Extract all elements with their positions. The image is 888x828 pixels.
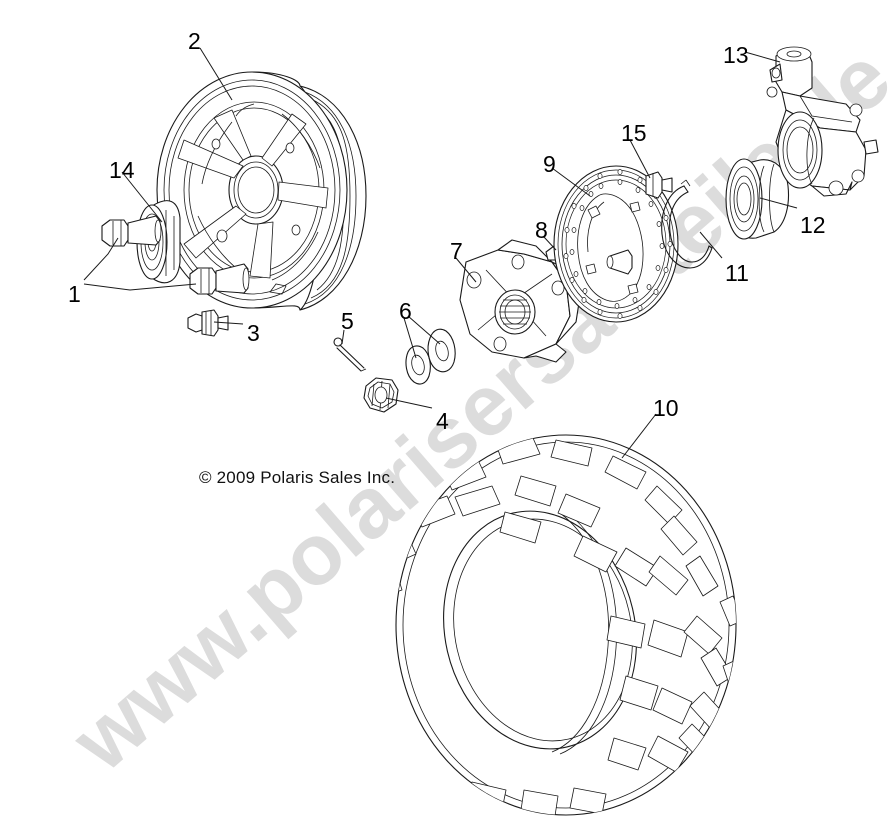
callout-3: 3 (247, 320, 260, 346)
callout-10: 10 (653, 395, 679, 421)
part-wheel-rim (156, 71, 367, 311)
part-wheel-bearing (725, 158, 790, 240)
callout-4: 4 (436, 408, 449, 434)
part-washer (405, 328, 456, 385)
callout-9: 9 (543, 151, 556, 177)
part-castle-nut (363, 377, 399, 413)
leader-lines (83, 47, 798, 459)
callout-11: 11 (725, 260, 749, 286)
callout-15: 15 (621, 120, 647, 146)
callout-12: 12 (800, 212, 826, 238)
callout-8: 8 (535, 217, 548, 243)
callout-6: 6 (399, 298, 412, 324)
part-tire (395, 434, 737, 816)
part-wheel-stud (645, 171, 673, 199)
copyright-notice: © 2009 Polaris Sales Inc. (199, 468, 396, 487)
callout-13: 13 (723, 42, 749, 68)
part-valve-stem (187, 309, 229, 337)
part-wheel-hub (459, 239, 581, 363)
part-steering-knuckle (766, 46, 879, 197)
callout-7: 7 (450, 238, 463, 264)
callout-14: 14 (109, 157, 135, 183)
part-lug-nut (101, 215, 250, 295)
callout-1: 1 (68, 281, 81, 307)
callout-2: 2 (188, 28, 201, 54)
callout-5: 5 (341, 308, 354, 334)
part-brake-disc (553, 165, 679, 323)
part-cotter-pin (333, 337, 367, 372)
part-snap-ring (661, 179, 713, 269)
